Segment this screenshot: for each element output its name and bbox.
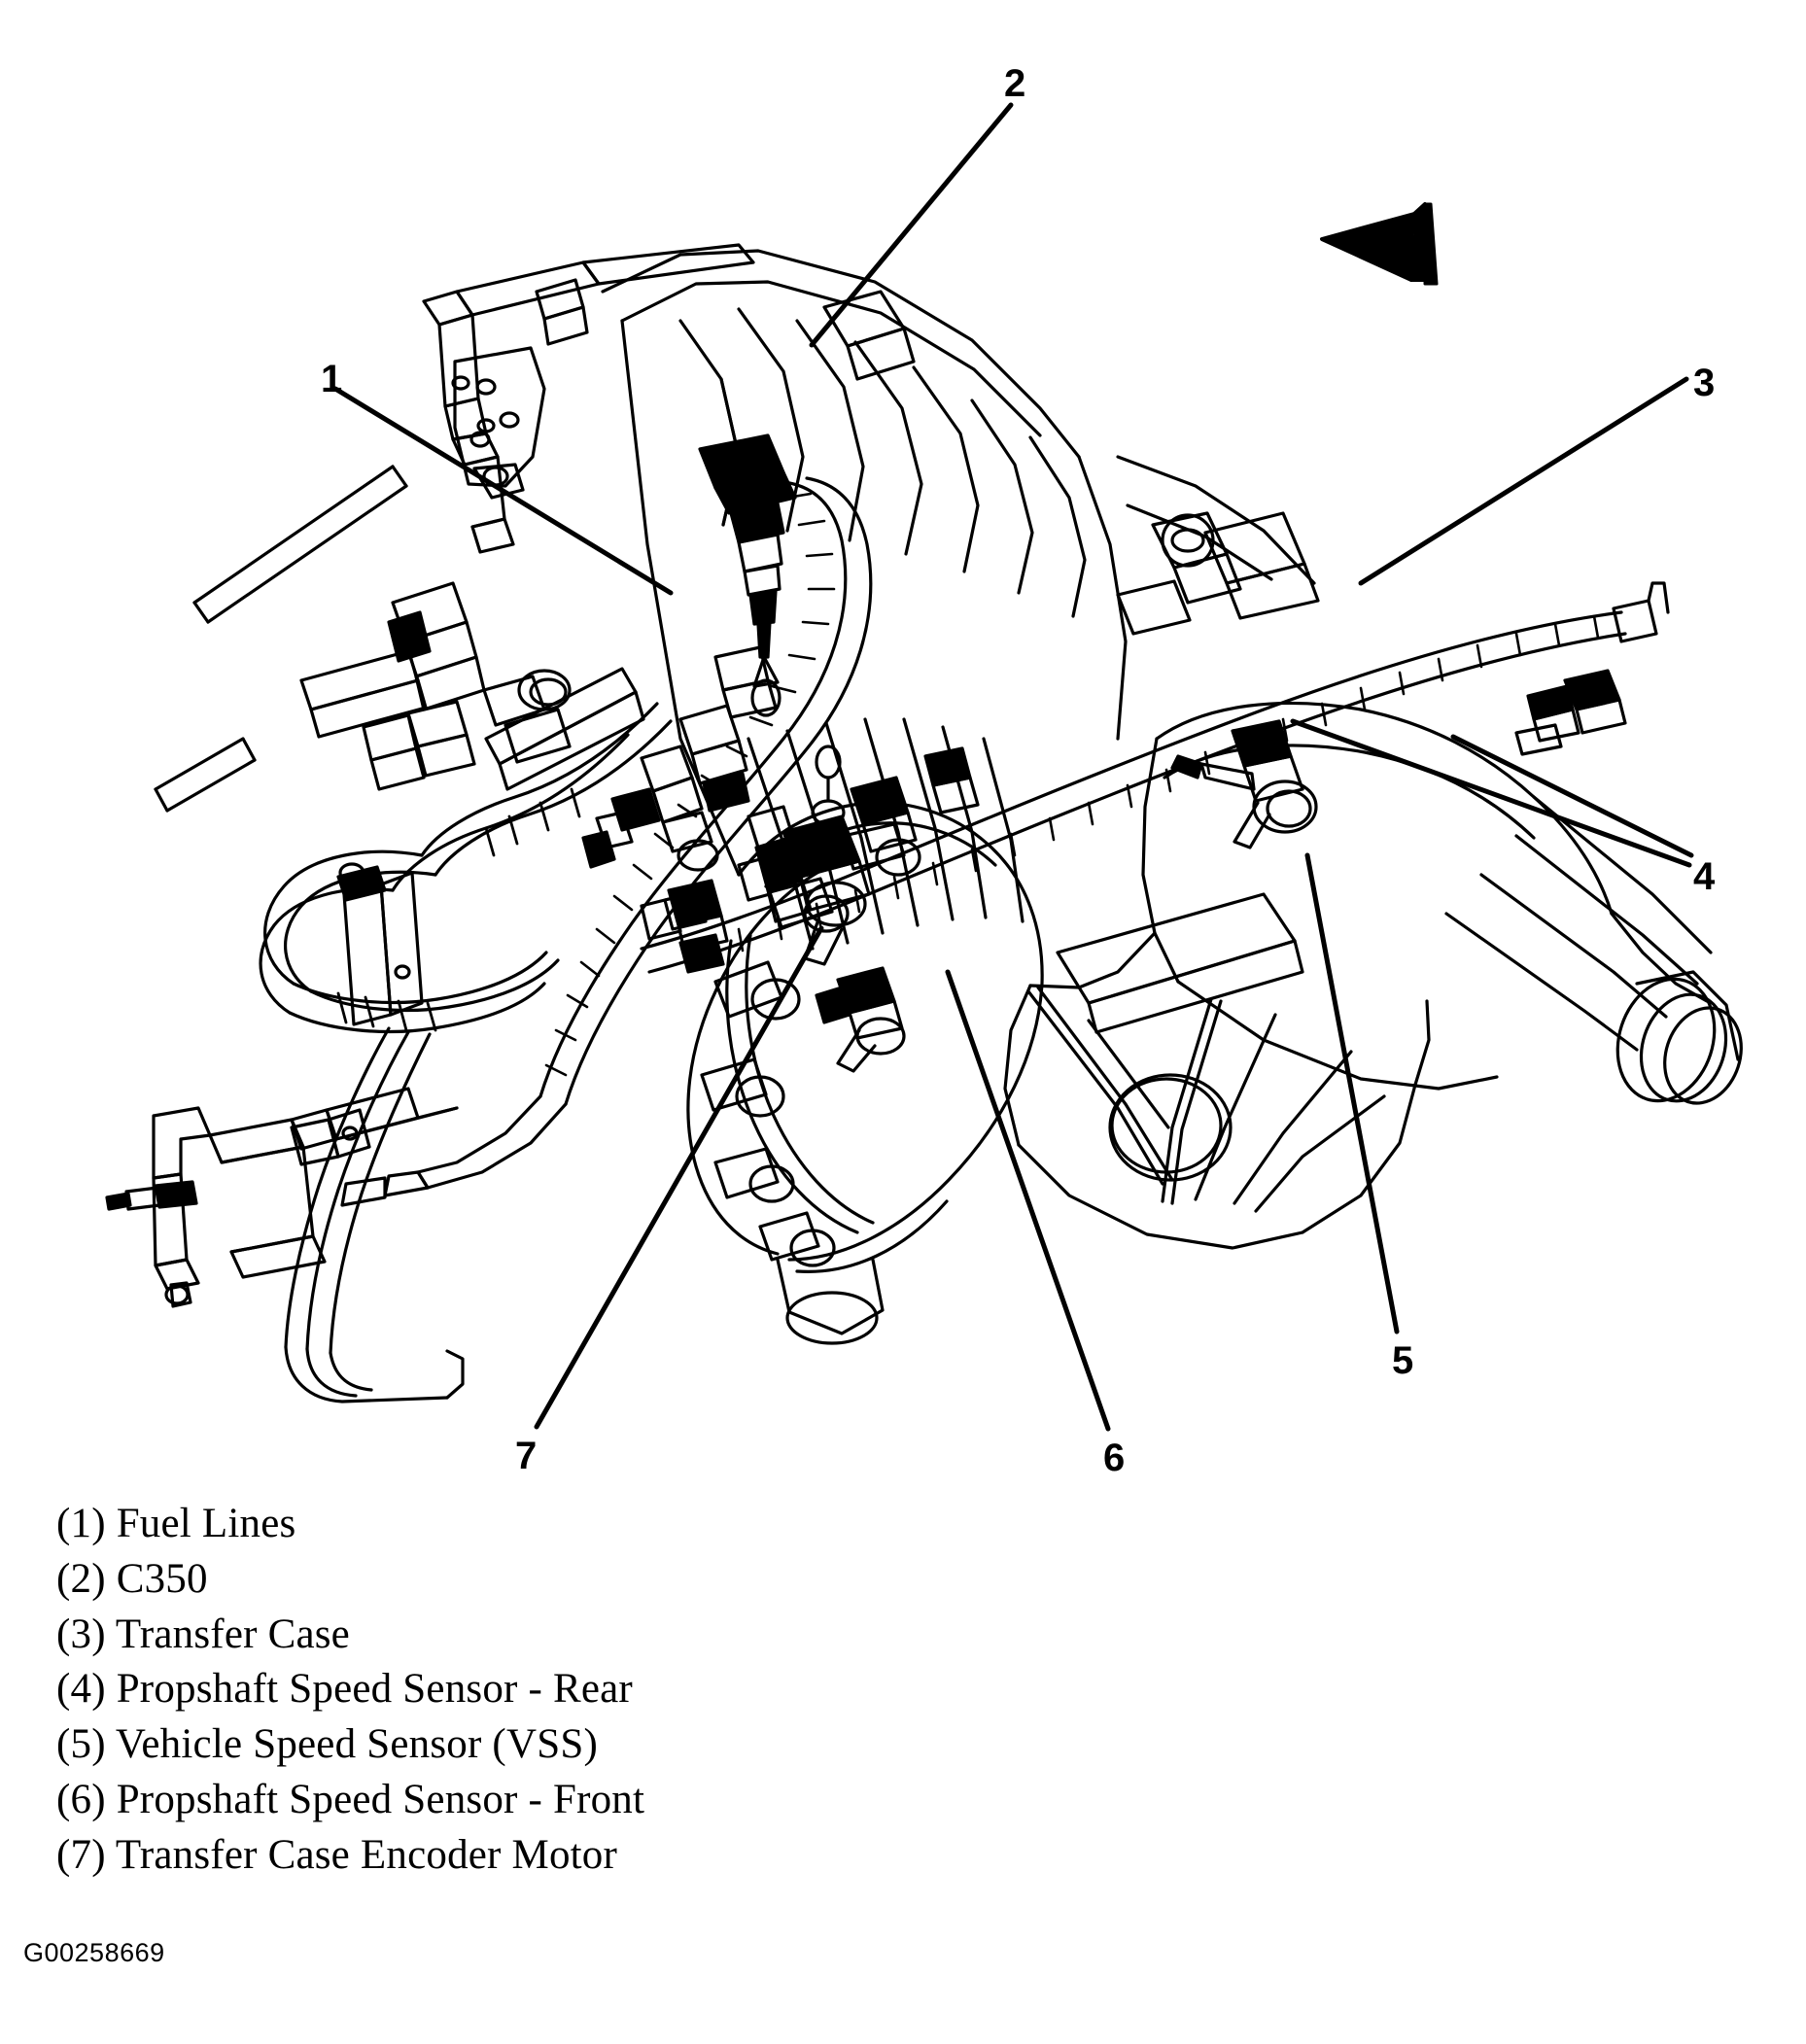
legend-item-5: (5) Vehicle Speed Sensor (VSS) [56, 1721, 598, 1767]
callout-number-4: 4 [1693, 855, 1716, 898]
direction-arrow-glyph [1320, 202, 1439, 286]
callout-number-7: 7 [515, 1435, 538, 1477]
callout-number-6: 6 [1103, 1437, 1126, 1479]
callout-number-2: 2 [1004, 62, 1026, 105]
rear-harness-conduit [640, 581, 1670, 974]
frame-crossmember [192, 243, 755, 624]
legend-list: (1) Fuel Lines (2) C350 (3) Transfer Cas… [56, 1497, 1126, 1883]
callout-number-5: 5 [1392, 1339, 1414, 1382]
harness-anchor [811, 745, 846, 826]
upper-bracket-bolts [451, 375, 496, 433]
propshaft-speed-sensor-rear [1514, 669, 1627, 756]
left-frame-structure [290, 1087, 459, 1151]
legend-item-4: (4) Propshaft Speed Sensor - Rear [56, 1666, 633, 1713]
legend-item-7: (7) Transfer Case Encoder Motor [56, 1831, 618, 1878]
c350-connector [698, 433, 797, 717]
transmission-lower-ribs [747, 717, 1025, 951]
propshaft-speed-sensor-front [815, 966, 906, 1073]
mid-linkage-detail [581, 745, 795, 872]
figure-id-code: G00258669 [23, 1938, 165, 1967]
left-mount-bracket [105, 1106, 327, 1308]
callout-number-1: 1 [321, 358, 343, 400]
legend-item-1: (1) Fuel Lines [56, 1501, 296, 1546]
leader-lines [332, 102, 1694, 1432]
fuel-line-bracket [290, 862, 424, 1166]
upper-left-engine-detail [299, 581, 750, 813]
transfer-case-encoder-motor [640, 814, 871, 966]
legend-item-2: (2) C350 [56, 1555, 208, 1602]
callout-number-3: 3 [1693, 362, 1716, 404]
legend-item-3: (3) Transfer Case [56, 1611, 350, 1657]
bell-housing [686, 801, 1044, 1345]
legend-item-6: (6) Propshaft Speed Sensor - Front [56, 1776, 645, 1822]
lower-left-rail [154, 737, 257, 813]
vehicle-speed-sensor [1170, 719, 1318, 849]
wire-harness-conduit [340, 476, 873, 1207]
transfer-case [1003, 701, 1743, 1250]
